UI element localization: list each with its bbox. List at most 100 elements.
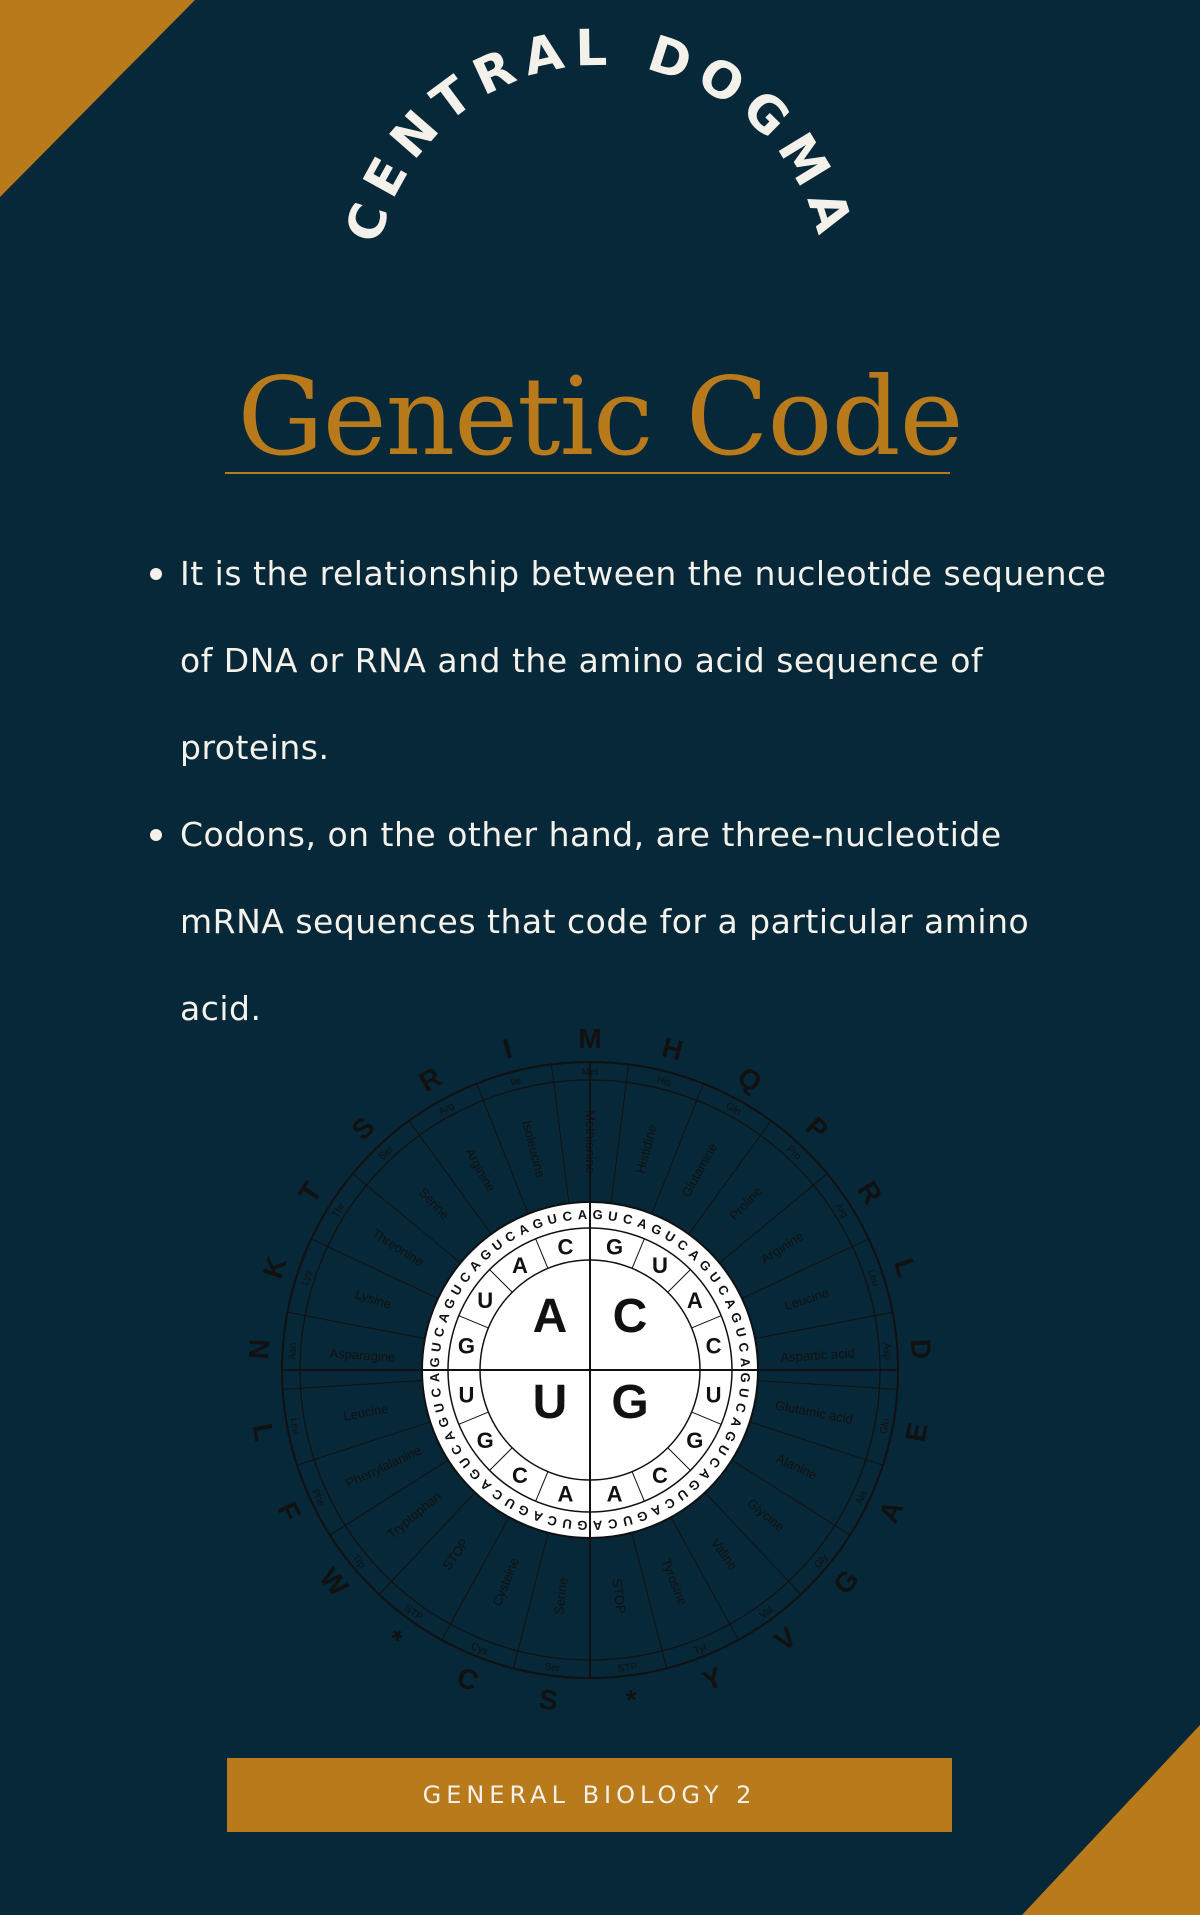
amino-acid-name: Lysine	[353, 1286, 393, 1312]
amino-acid-abbr: Phe	[309, 1488, 327, 1509]
center-base-A: A	[533, 1290, 568, 1343]
ring-divider	[458, 1315, 489, 1329]
amino-sector-divider	[688, 1120, 772, 1235]
amino-acid-letter: A	[873, 1496, 910, 1528]
second-base-C: C	[557, 1234, 573, 1259]
amino-acid-letter: D	[905, 1338, 937, 1360]
amino-acid-abbr: Arg	[437, 1101, 456, 1118]
amino-acid-name: Threonine	[369, 1225, 426, 1269]
amino-acid-name: Alanine	[774, 1451, 820, 1483]
ring-divider	[489, 1447, 513, 1471]
amino-acid-letter: S	[537, 1683, 559, 1716]
second-base-C: C	[512, 1463, 528, 1488]
amino-sector-divider	[378, 1492, 476, 1595]
footer-banner: GENERAL BIOLOGY 2	[227, 1758, 952, 1832]
amino-sector-divider	[282, 1380, 423, 1390]
amino-acid-letter: N	[245, 1338, 275, 1360]
amino-acid-letter: W	[313, 1562, 354, 1603]
amino-acid-letter: S	[346, 1111, 381, 1146]
third-base-G: G	[435, 1415, 453, 1430]
amino-acid-letter: R	[851, 1176, 888, 1210]
amino-sector-divider	[512, 1532, 549, 1669]
amino-acid-abbr: His	[656, 1075, 673, 1089]
amino-acid-letter: K	[257, 1253, 293, 1282]
amino-acid-name: Arginine	[463, 1145, 499, 1194]
amino-sector-divider	[749, 1421, 884, 1466]
amino-acid-abbr: Glu	[878, 1418, 892, 1435]
ring-divider	[667, 1447, 691, 1471]
center-base-U: U	[533, 1376, 568, 1429]
amino-acid-letter: L	[247, 1421, 281, 1444]
amino-acid-abbr: Tyr	[692, 1641, 710, 1657]
amino-sector-divider	[741, 1238, 869, 1299]
arc-title: CENTRAL DOGMA	[334, 19, 855, 249]
amino-acid-letter: Q	[733, 1061, 767, 1099]
third-base-A: A	[577, 1207, 588, 1222]
ring-divider	[631, 1471, 645, 1502]
amino-acid-abbr: Gln	[724, 1101, 743, 1118]
amino-sector-divider	[441, 1516, 510, 1641]
amino-sector-divider	[329, 1459, 449, 1536]
amino-acid-name: Tyrosine	[658, 1556, 690, 1607]
amino-acid-abbr: Met	[582, 1067, 599, 1078]
bullet-item-definition: It is the relationship between the nucle…	[150, 530, 1110, 791]
amino-acid-letter: F	[271, 1497, 306, 1526]
second-base-G: G	[458, 1333, 475, 1358]
amino-sector-divider	[476, 1083, 529, 1214]
title-underline	[225, 472, 950, 474]
amino-sector-divider	[704, 1492, 802, 1595]
amino-acid-abbr: Lys	[299, 1269, 314, 1287]
amino-sector-divider	[731, 1459, 851, 1536]
third-base-C: C	[431, 1325, 448, 1338]
arc-title-text: CENTRAL DOGMA	[334, 19, 855, 249]
amino-sector-divider	[352, 1173, 461, 1264]
amino-acid-name: Isoleucine	[519, 1119, 548, 1179]
ring-divider	[667, 1269, 691, 1293]
ring-divider	[535, 1471, 549, 1502]
amino-acid-letter: R	[414, 1061, 447, 1098]
amino-acid-name: Methionine	[583, 1110, 598, 1174]
second-base-G: G	[477, 1428, 494, 1453]
amino-acid-name: Serine	[551, 1577, 571, 1616]
center-base-C: C	[613, 1290, 648, 1343]
amino-sector-divider	[631, 1532, 668, 1669]
amino-acid-letter: L	[888, 1255, 923, 1281]
third-base-A: A	[427, 1372, 442, 1383]
amino-acid-name: Asparagine	[329, 1346, 396, 1365]
amino-acid-letter: M	[578, 1025, 601, 1054]
second-base-U: U	[652, 1253, 668, 1278]
second-base-A: A	[607, 1482, 623, 1507]
amino-acid-letter: C	[452, 1661, 482, 1697]
amino-acid-name: Glutamic acid	[774, 1397, 854, 1426]
third-base-U: U	[431, 1401, 448, 1414]
amino-acid-name: Tryptophan	[384, 1488, 444, 1541]
ring-divider	[458, 1411, 489, 1425]
bullet-list: It is the relationship between the nucle…	[150, 530, 1110, 1052]
amino-acid-name: Histidine	[633, 1123, 660, 1175]
third-base-G: G	[738, 1372, 753, 1383]
amino-acid-abbr: STP	[617, 1661, 638, 1674]
third-base-G: G	[427, 1357, 442, 1368]
amino-acid-abbr: Thr	[330, 1201, 348, 1220]
amino-acid-abbr: Ser	[544, 1662, 561, 1675]
amino-acid-letter: G	[827, 1564, 865, 1601]
third-base-A: A	[592, 1518, 603, 1533]
ring-divider	[691, 1411, 722, 1425]
third-base-U: U	[561, 1516, 572, 1532]
third-base-U: U	[428, 1341, 444, 1352]
amino-sector-divider	[296, 1421, 431, 1466]
amino-acid-letter: Y	[698, 1661, 727, 1697]
amino-acid-abbr: Asn	[287, 1342, 299, 1360]
third-base-G: G	[592, 1207, 603, 1222]
amino-acid-abbr: Pro	[784, 1144, 803, 1163]
second-base-U: U	[477, 1288, 493, 1313]
third-base-G: G	[635, 1508, 650, 1526]
second-base-C: C	[652, 1463, 668, 1488]
amino-acid-name: Valine	[708, 1536, 741, 1573]
ring-divider	[489, 1269, 513, 1293]
page-title: Genetic Code	[237, 355, 963, 480]
amino-acid-letter: V	[769, 1621, 803, 1657]
third-base-A: A	[738, 1357, 753, 1368]
third-base-U: U	[736, 1387, 752, 1398]
third-base-U: U	[607, 1208, 618, 1224]
